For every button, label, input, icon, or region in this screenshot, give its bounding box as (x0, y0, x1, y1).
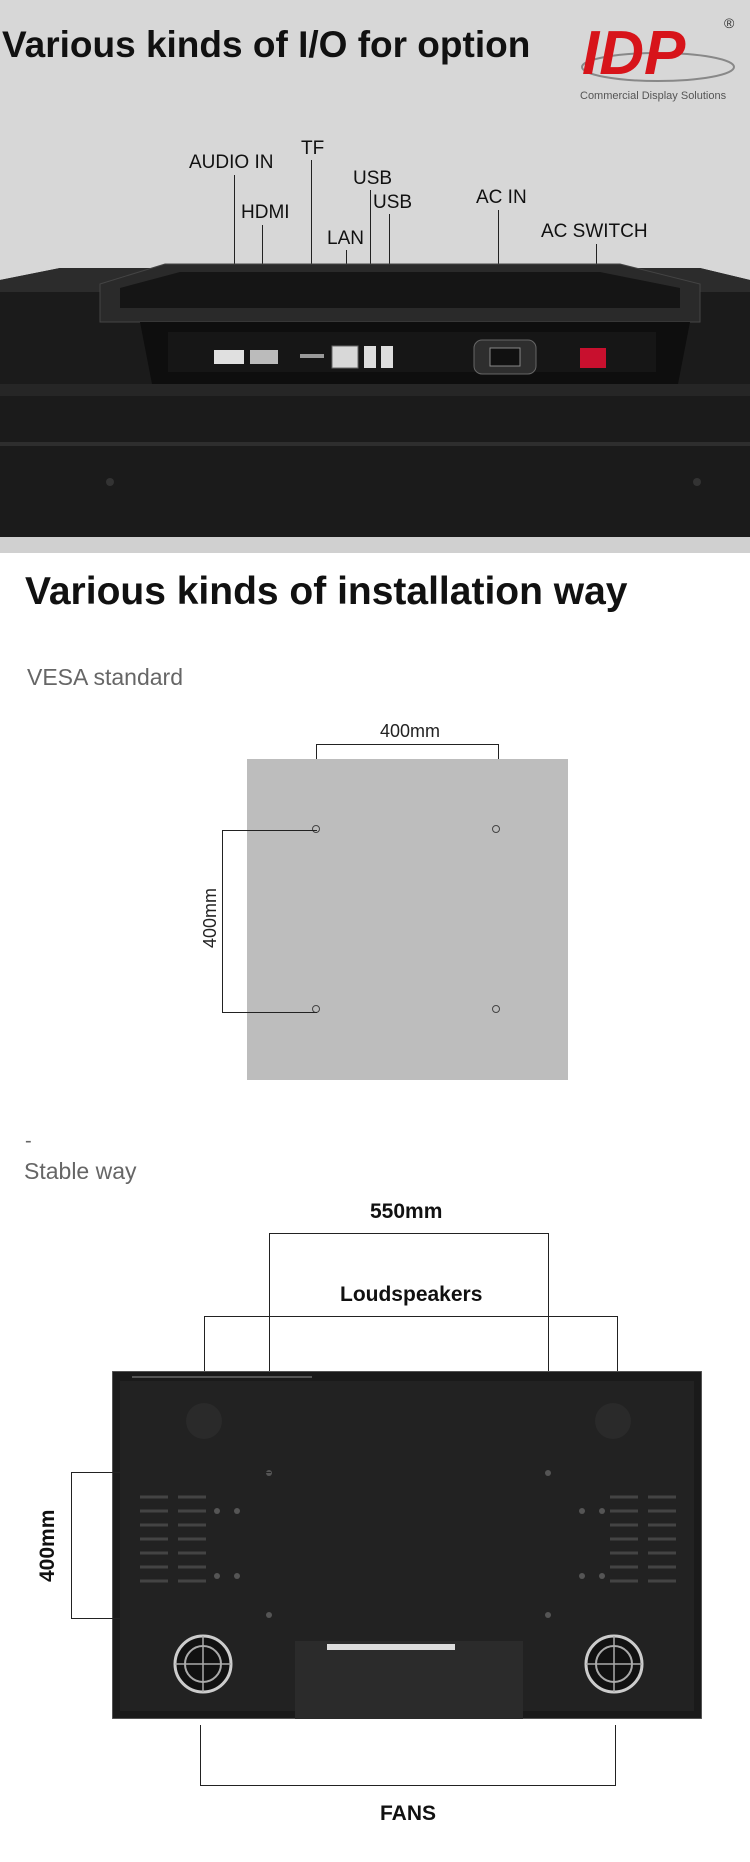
speaker-right-icon (595, 1403, 631, 1439)
loudspeakers-bracket (204, 1316, 618, 1397)
stable-height-dim: 400mm (36, 1509, 59, 1582)
vesa-hole-icon (492, 825, 500, 833)
monitor-back-photo (112, 1371, 702, 1719)
stable-width-bracket (269, 1233, 549, 1474)
label-hdmi: HDMI (241, 202, 290, 223)
monitor-io-photo (0, 263, 750, 553)
fan-left-icon (173, 1634, 233, 1694)
loudspeakers-label: Loudspeakers (340, 1283, 483, 1306)
vesa-panel (247, 759, 568, 1080)
logo-letters: IDP (582, 19, 686, 88)
vesa-hole-icon (312, 825, 320, 833)
usb-port-2-icon (381, 346, 393, 368)
install-section-title: Various kinds of installation way (25, 570, 628, 613)
dash-marker: - (25, 1130, 32, 1152)
vesa-width-dim: 400mm (380, 721, 441, 741)
io-section: Various kinds of I/O for option IDP ® Co… (0, 0, 750, 553)
vesa-height-dim: 400mm (200, 887, 220, 948)
stable-way-label: Stable way (24, 1158, 137, 1184)
idp-logo-icon: IDP ® (581, 15, 735, 88)
label-audio-in: AUDIO IN (189, 152, 274, 173)
label-tf: TF (301, 138, 325, 159)
brand-logo: IDP ® Commercial Display Solutions (578, 12, 738, 107)
stable-width-dim: 550mm (370, 1200, 443, 1223)
label-ac-switch: AC SWITCH (541, 221, 648, 242)
fans-label: FANS (380, 1802, 437, 1825)
vesa-height-bracket (222, 830, 317, 1013)
speaker-left-icon (186, 1403, 222, 1439)
label-ac-in: AC IN (476, 187, 527, 208)
hdmi-port-icon (250, 350, 278, 364)
fans-bracket (200, 1725, 616, 1786)
io-section-title: Various kinds of I/O for option (2, 24, 531, 65)
usb-port-1-icon (364, 346, 376, 368)
leader-tf (311, 160, 312, 356)
registered-mark: ® (724, 15, 735, 31)
logo-tagline: Commercial Display Solutions (580, 90, 727, 102)
lan-port-icon (331, 345, 359, 369)
label-usb-2: USB (373, 192, 413, 213)
stable-height-bracket (71, 1472, 271, 1619)
fan-right-icon (584, 1634, 644, 1694)
tf-slot-icon (300, 354, 324, 358)
vesa-hole-icon (492, 1005, 500, 1013)
vesa-label: VESA standard (27, 664, 183, 690)
label-lan: LAN (327, 228, 364, 249)
label-usb-1: USB (353, 168, 393, 189)
audio-port-icon (214, 350, 244, 364)
ac-switch-icon (580, 348, 606, 368)
